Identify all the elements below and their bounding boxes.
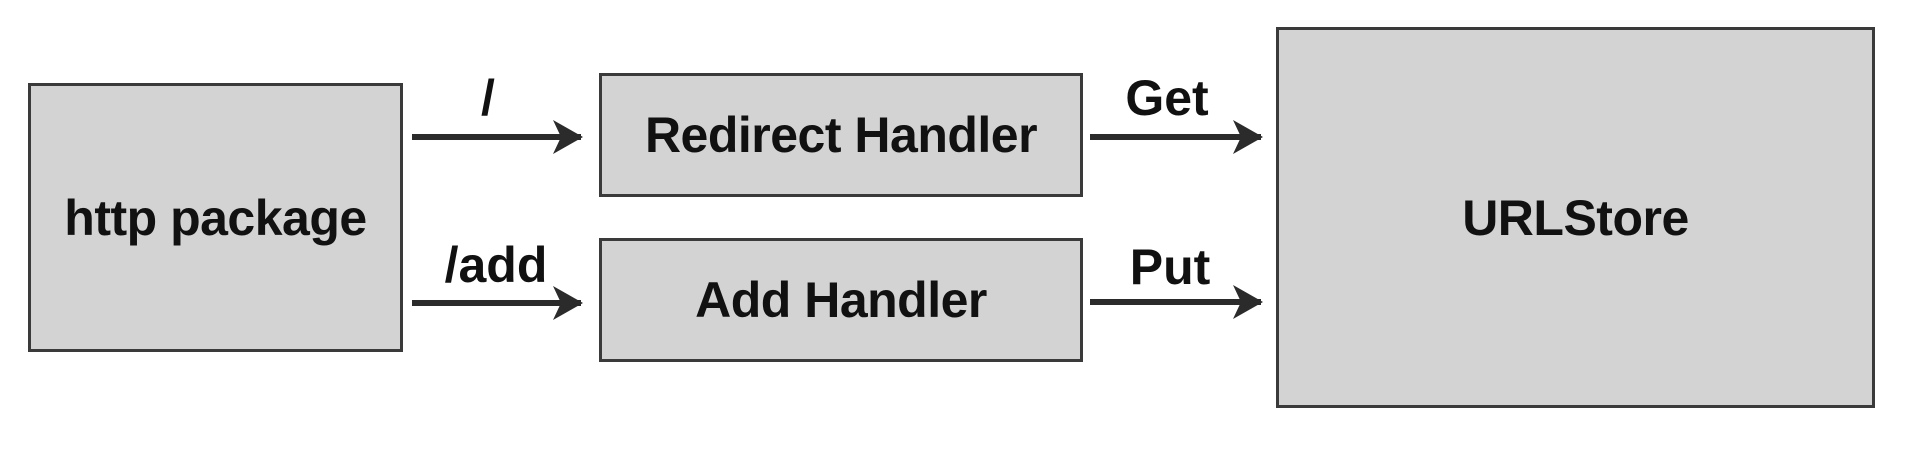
node-add-handler-label: Add Handler [695, 272, 987, 328]
node-http-package: http package [28, 83, 403, 352]
edge-label-root-path: / [481, 70, 495, 126]
edge-label-put: Put [1129, 239, 1211, 295]
node-urlstore-label: URLStore [1462, 189, 1689, 246]
node-add-handler: Add Handler [599, 238, 1083, 362]
node-http-package-label: http package [64, 189, 367, 246]
edge-label-add-path: /add [444, 237, 548, 293]
node-redirect-handler: Redirect Handler [599, 73, 1083, 197]
node-redirect-handler-label: Redirect Handler [644, 107, 1038, 163]
node-urlstore: URLStore [1276, 27, 1875, 408]
edge-label-get: Get [1125, 70, 1209, 126]
